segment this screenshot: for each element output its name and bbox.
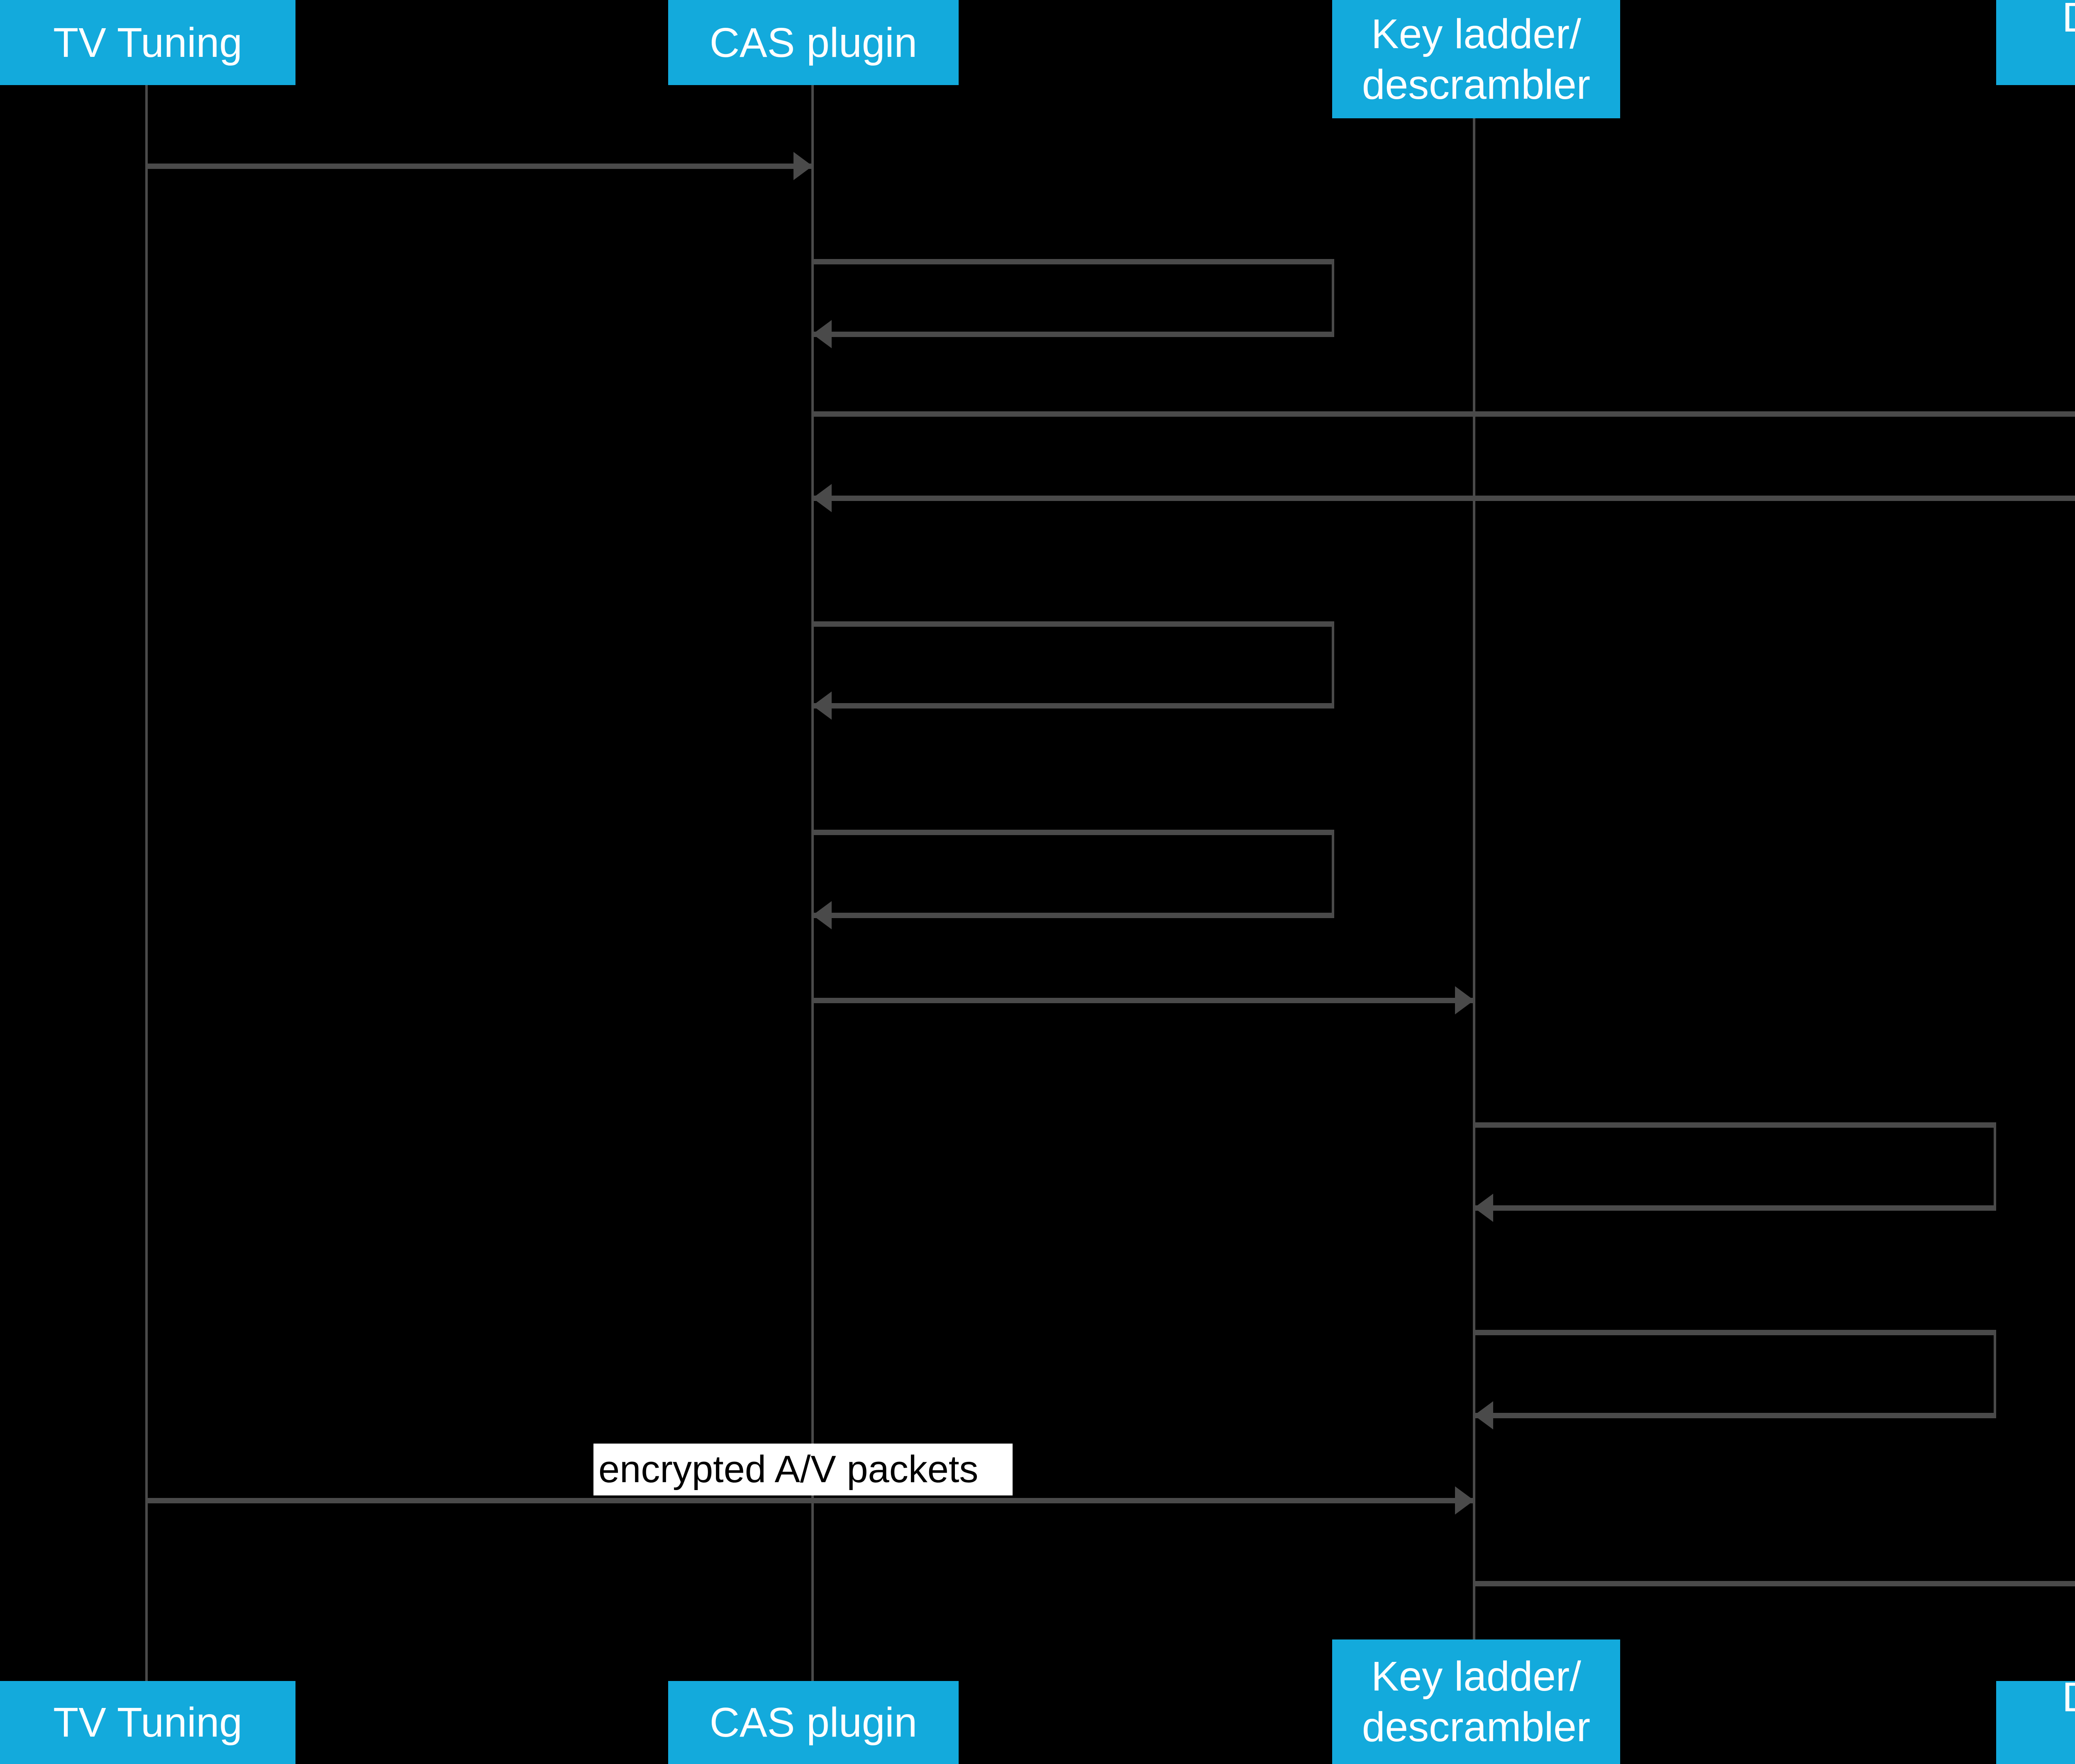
arrow-head-m2: [813, 320, 832, 348]
self-message-m6: [813, 829, 1334, 918]
arrow-head-m7: [1455, 986, 1474, 1014]
arrow-head-m6: [813, 901, 832, 929]
message-line-m11: [1474, 1581, 2075, 1586]
self-message-m5: [813, 621, 1334, 709]
self-message-m8: [1474, 1122, 1996, 1211]
arrow-head-m4: [813, 484, 832, 512]
actor-footer-tv-tuning[interactable]: TV Tuning: [0, 1681, 295, 1764]
actor-footer-decode[interactable]: Decode, display: [1996, 1674, 2075, 1764]
self-message-m9: [1474, 1329, 1996, 1418]
lifeline-cas-plugin: [811, 85, 814, 1681]
lifeline-key-ladder: [1473, 118, 1475, 1639]
actor-header-tv-tuning[interactable]: TV Tuning: [0, 0, 295, 85]
message-label-m10: encrypted A/V packets: [593, 1444, 1013, 1495]
actor-footer-key-ladder[interactable]: Key ladder/ descrambler: [1332, 1639, 1620, 1764]
message-line-m4: [813, 495, 2075, 501]
actor-header-decode[interactable]: Decode, display: [1996, 0, 2075, 91]
message-line-m7: [813, 997, 1474, 1003]
self-message-m2: [813, 259, 1334, 337]
arrow-head-m8: [1474, 1194, 1493, 1222]
actor-header-cas-plugin[interactable]: CAS plugin: [668, 0, 959, 85]
arrow-head-m9: [1474, 1401, 1493, 1429]
message-line-m3: [813, 411, 2075, 417]
lifeline-tv-tuning: [145, 85, 148, 1681]
arrow-head-m1: [793, 152, 813, 180]
message-line-m1: [146, 163, 813, 169]
actor-footer-cas-plugin[interactable]: CAS plugin: [668, 1681, 959, 1764]
actor-header-key-ladder[interactable]: Key ladder/ descrambler: [1332, 0, 1620, 118]
arrow-head-m10: [1455, 1486, 1474, 1515]
message-line-m10: [146, 1498, 1474, 1503]
arrow-head-m5: [813, 691, 832, 720]
